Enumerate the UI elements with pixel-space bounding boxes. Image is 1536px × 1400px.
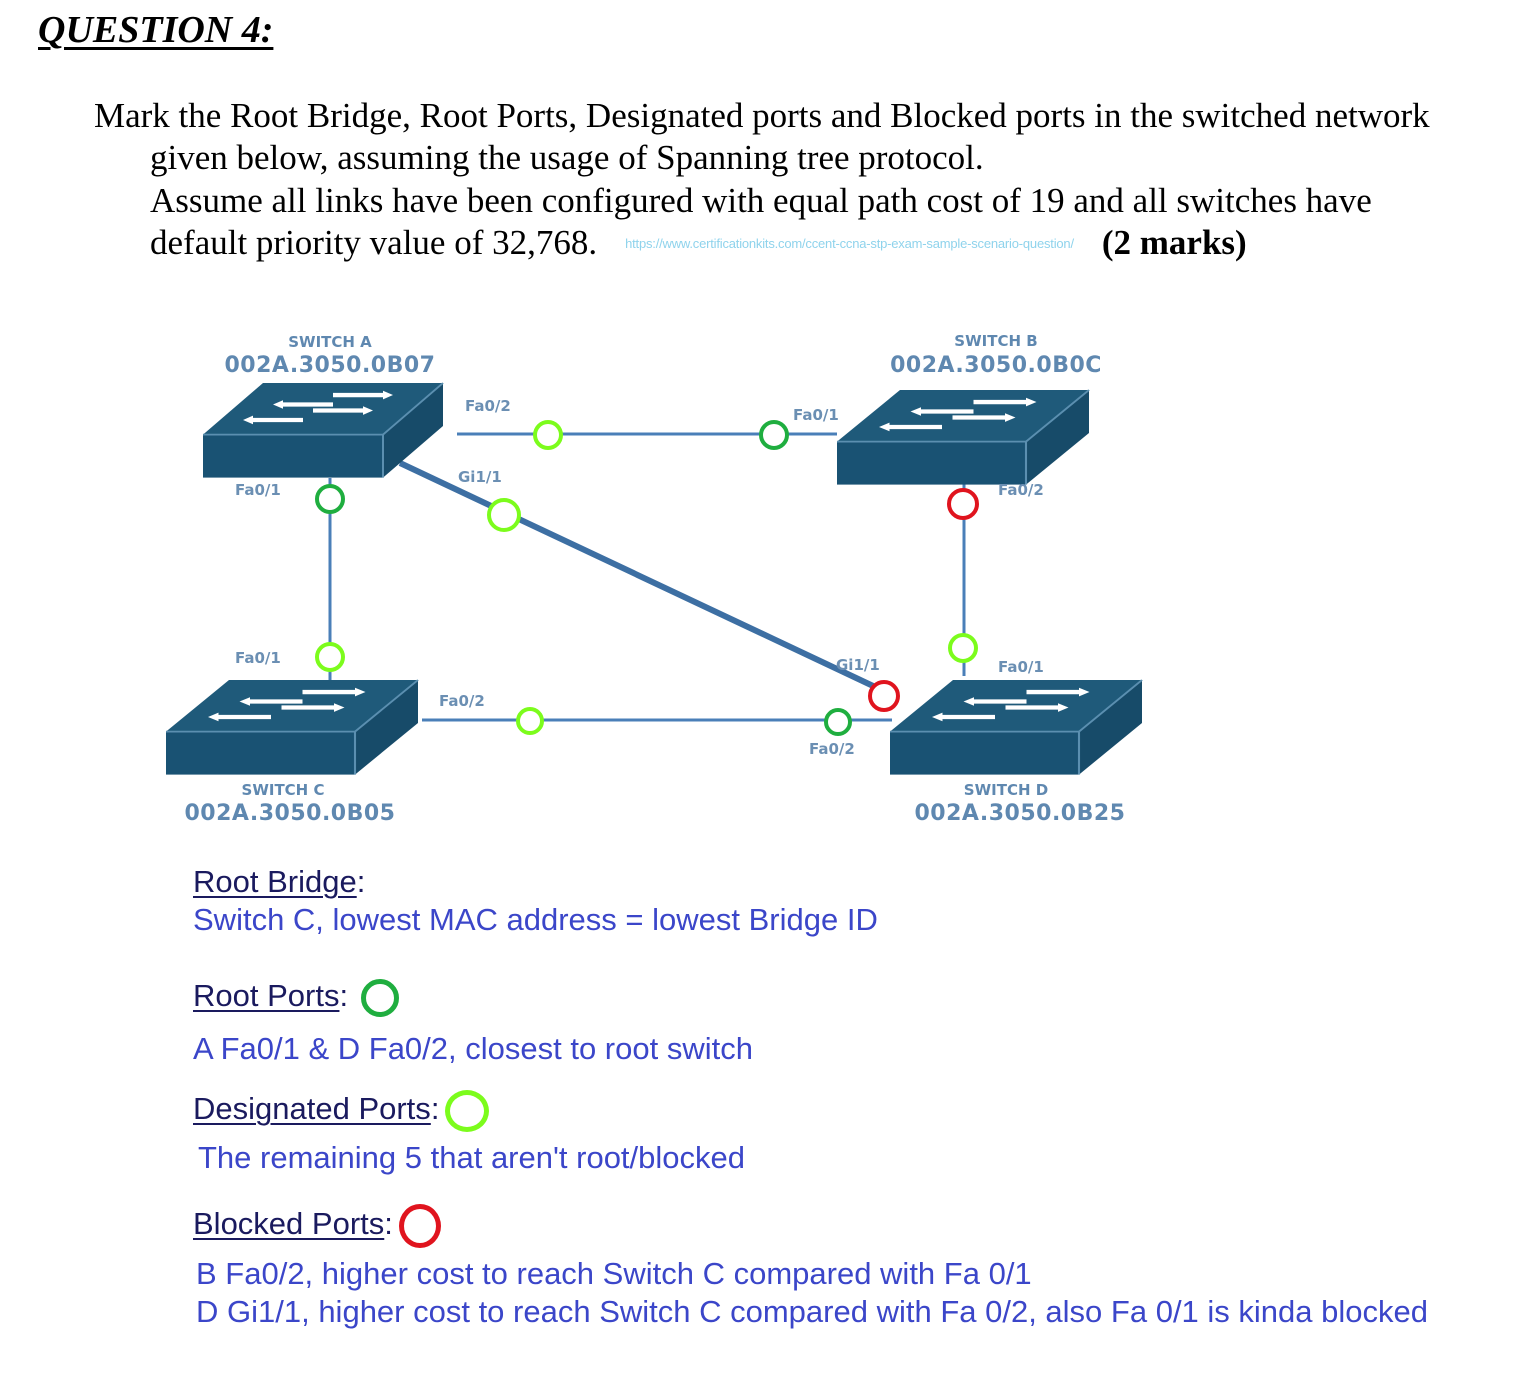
port-label-a-gi11: Gi1/1 <box>458 468 502 486</box>
blocked-ports-heading: Blocked Ports: <box>193 1204 441 1248</box>
port-marker-c-fa02 <box>516 707 544 735</box>
red-ring-icon <box>398 1204 441 1248</box>
light-green-ring-icon <box>445 1090 490 1132</box>
switch-b: SWITCH B 002A.3050.0B0C <box>837 332 1102 485</box>
question-title: QUESTION 4: <box>38 9 274 51</box>
link-a-d <box>398 460 890 696</box>
network-diagram: SWITCH A 002A.3050.0B07 SWITCH B 002A.30… <box>160 332 1160 826</box>
port-marker-d-fa02 <box>824 708 852 736</box>
switch-d-icon <box>890 680 1142 775</box>
switch-b-name: SWITCH B <box>954 332 1037 350</box>
question-text-line-2: given below, assuming the usage of Spann… <box>150 138 984 177</box>
switch-b-mac: 002A.3050.0B0C <box>890 353 1102 378</box>
root-bridge-heading: Root Bridge: <box>193 864 366 899</box>
designated-ports-answer: The remaining 5 that aren't root/blocked <box>198 1140 746 1175</box>
port-marker-d-fa01 <box>948 633 978 663</box>
switch-b-icon <box>837 390 1089 485</box>
port-label-a-fa01: Fa0/1 <box>235 481 281 499</box>
switch-c-icon <box>166 680 418 775</box>
port-label-c-fa02: Fa0/2 <box>439 692 485 710</box>
switch-a: SWITCH A 002A.3050.0B07 <box>203 333 443 478</box>
switch-d-mac: 002A.3050.0B25 <box>915 801 1126 826</box>
port-label-b-fa02: Fa0/2 <box>998 481 1044 499</box>
port-label-d-fa02: Fa0/2 <box>809 740 855 758</box>
port-marker-a-gi11 <box>487 498 521 532</box>
port-marker-a-fa01 <box>315 484 345 514</box>
port-label-d-gi11: Gi1/1 <box>836 656 880 674</box>
port-marker-b-fa02 <box>947 488 979 520</box>
switch-d: SWITCH D 002A.3050.0B25 <box>890 680 1142 826</box>
port-label-a-fa02: Fa0/2 <box>465 397 511 415</box>
port-label-d-fa01: Fa0/1 <box>998 658 1044 676</box>
port-label-c-fa01: Fa0/1 <box>235 649 281 667</box>
blocked-ports-answer-line-2: D Gi1/1, higher cost to reach Switch C c… <box>196 1294 1428 1329</box>
port-marker-d-gi11 <box>868 680 900 712</box>
green-ring-icon <box>360 978 399 1017</box>
port-marker-b-fa01 <box>759 420 789 450</box>
switch-c-name: SWITCH C <box>242 781 325 799</box>
designated-ports-heading: Designated Ports: <box>193 1090 490 1132</box>
switch-a-name: SWITCH A <box>288 333 372 351</box>
question-text-line-1: Mark the Root Bridge, Root Ports, Design… <box>94 96 1430 135</box>
switch-d-name: SWITCH D <box>964 781 1048 799</box>
question-text-line-4: default priority value of 32,768. https:/… <box>150 222 1247 265</box>
root-bridge-answer: Switch C, lowest MAC address = lowest Br… <box>193 902 878 937</box>
root-ports-heading: Root Ports: <box>193 978 399 1017</box>
source-link[interactable]: https://www.certificationkits.com/ccent-… <box>625 236 1074 251</box>
root-ports-answer: A Fa0/1 & D Fa0/2, closest to root switc… <box>193 1031 753 1066</box>
switch-a-mac: 002A.3050.0B07 <box>225 353 436 378</box>
question-text-line-3: Assume all links have been configured wi… <box>150 181 1372 220</box>
port-marker-c-fa01 <box>315 642 345 672</box>
marks-label: (2 marks) <box>1101 223 1247 262</box>
switch-c: SWITCH C 002A.3050.0B05 <box>166 680 418 826</box>
port-label-b-fa01: Fa0/1 <box>793 406 839 424</box>
switch-c-mac: 002A.3050.0B05 <box>185 801 396 826</box>
blocked-ports-answer-line-1: B Fa0/2, higher cost to reach Switch C c… <box>196 1256 1032 1291</box>
port-marker-a-fa02 <box>533 420 563 450</box>
question-text-line-4-text: default priority value of 32,768. <box>150 223 598 262</box>
